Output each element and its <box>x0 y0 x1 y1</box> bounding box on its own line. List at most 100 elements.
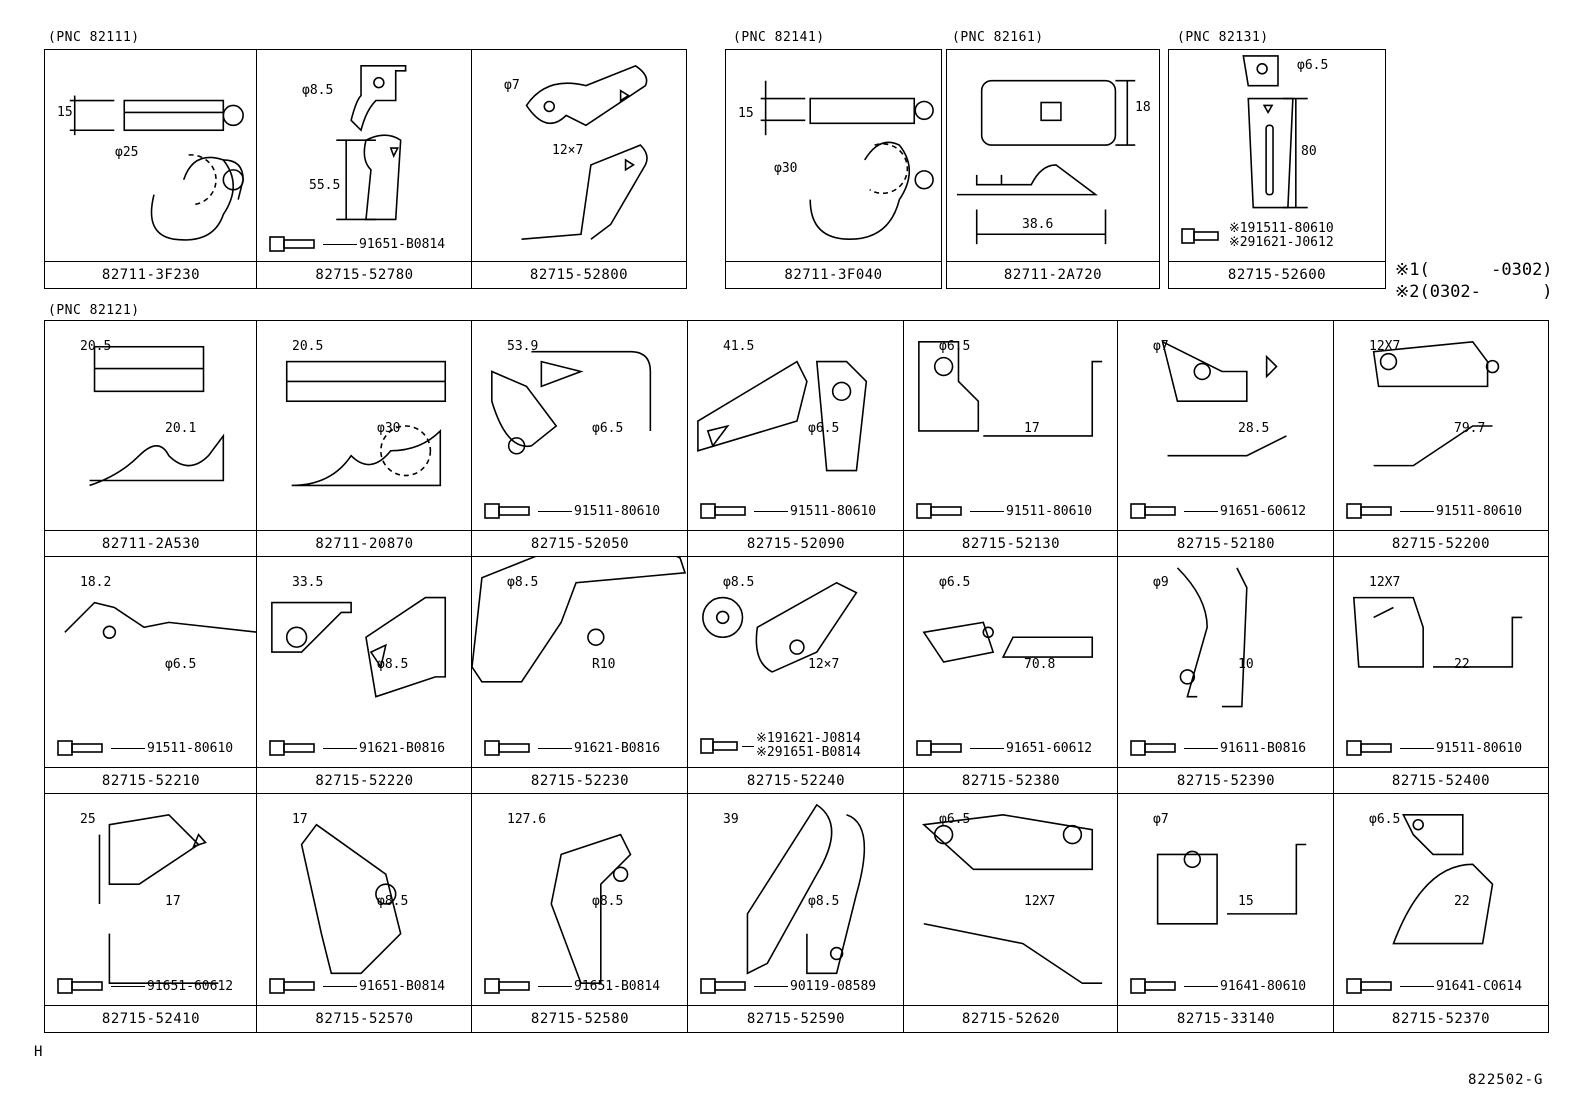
part-number: 82715-52620 <box>904 1005 1118 1032</box>
bolt-part-number: 91621-B0816 <box>574 740 661 756</box>
dimension-label: φ8.5 <box>377 657 409 672</box>
part-drawing <box>688 557 904 768</box>
pnc-label-82131: (PNC 82131) <box>1177 30 1269 45</box>
part-drawing <box>688 794 904 1006</box>
part-number: 82715-52400 <box>1334 767 1548 794</box>
dimension-label: φ8.5 <box>723 575 755 590</box>
bolt-callout: 91651-B0814 <box>484 978 660 994</box>
dimension-label: 127.6 <box>507 812 547 827</box>
dimension-label: φ6.5 <box>1369 812 1401 827</box>
bolt-callout: 91611-B0816 <box>1130 740 1306 756</box>
dimension-label: 20.1 <box>165 421 197 436</box>
bolt-icon <box>1346 503 1398 519</box>
bolt-part-number: 91611-B0816 <box>1220 740 1307 756</box>
bolt-part-number: ※191511-80610 <box>1228 221 1334 236</box>
dimension-label: φ6.5 <box>939 575 971 590</box>
dimension-label: 28.5 <box>1238 421 1270 436</box>
clamp-drawing <box>726 50 941 262</box>
diagram-code: 822502-G <box>1468 1072 1544 1088</box>
bolt-icon <box>700 738 740 754</box>
dimension-label: 15 <box>57 105 73 120</box>
part-drawing <box>1118 557 1334 768</box>
bolt-callout: ※191511-80610※291621-J0612 <box>1181 222 1334 250</box>
dimension-label: φ30 <box>774 161 798 176</box>
part-number: 82715-52370 <box>1334 1005 1548 1032</box>
bracket-drawing <box>257 50 472 262</box>
dimension-label: 17 <box>292 812 308 827</box>
part-drawing <box>1334 321 1548 531</box>
footer-left-mark: H <box>34 1044 44 1060</box>
part-drawing <box>257 557 472 768</box>
part-number: 82715-52580 <box>472 1005 688 1032</box>
part-number: 82715-52590 <box>688 1005 904 1032</box>
part-cell-82715-52780: φ8.5 55.5 91651-B0814 82715-52780 <box>256 49 473 289</box>
part-number: 82715-52380 <box>904 767 1118 794</box>
part-drawing <box>904 557 1118 768</box>
bolt-part-number: 91651-B0814 <box>574 978 661 994</box>
part-number: 82715-33140 <box>1118 1005 1334 1032</box>
part-drawing <box>45 794 257 1006</box>
bolt-icon <box>57 978 109 994</box>
part-drawing <box>472 557 688 768</box>
part-drawing <box>1118 794 1334 1006</box>
part-drawing <box>257 321 472 531</box>
bolt-callout: 91511-80610 <box>1346 740 1522 756</box>
bolt-part-number: 91511-80610 <box>147 740 234 756</box>
bolt-icon <box>916 740 968 756</box>
dimension-label: 15 <box>1238 894 1254 909</box>
bolt-part-number: 91511-80610 <box>574 503 661 519</box>
pnc-label-82141: (PNC 82141) <box>733 30 825 45</box>
dimension-label: 38.6 <box>1022 217 1054 232</box>
part-number: 82715-52130 <box>904 530 1118 557</box>
dimension-label: φ7 <box>1153 339 1169 354</box>
dimension-label: 79.7 <box>1454 421 1486 436</box>
part-number: 82715-52220 <box>257 767 472 794</box>
dimension-label: φ8.5 <box>507 575 539 590</box>
part-drawing <box>904 794 1118 1006</box>
part-number: 82715-52570 <box>257 1005 472 1032</box>
dimension-label: 55.5 <box>309 178 341 193</box>
dimension-label: φ6.5 <box>939 812 971 827</box>
dimension-label: φ6.5 <box>1297 58 1329 73</box>
bolt-callout: 90119-08589 <box>700 978 876 994</box>
dimension-label: 17 <box>1024 421 1040 436</box>
dimension-label: 53.9 <box>507 339 539 354</box>
dimension-label: 25 <box>80 812 96 827</box>
bolt-part-number: 91651-B0814 <box>359 236 446 252</box>
part-cell-82711-2A720: 18 38.6 82711-2A720 <box>946 49 1160 289</box>
bolt-part-number: 91511-80610 <box>1436 740 1523 756</box>
dimension-label: 33.5 <box>292 575 324 590</box>
bolt-icon <box>1130 978 1182 994</box>
part-number: 82715-52390 <box>1118 767 1334 794</box>
part-number: 82715-52180 <box>1118 530 1334 557</box>
dimension-label: 39 <box>723 812 739 827</box>
part-number: 82715-52090 <box>688 530 904 557</box>
part-drawing <box>472 321 688 531</box>
bolt-icon <box>269 978 321 994</box>
clip-drawing <box>947 50 1159 262</box>
part-number: 82715-52210 <box>45 767 257 794</box>
part-number: 82715-52800 <box>472 261 686 288</box>
bolt-icon <box>269 236 321 252</box>
bolt-part-number: 91511-80610 <box>1436 503 1523 519</box>
part-cell-82715-52800: φ7 12×7 82715-52800 <box>471 49 687 289</box>
part-drawing <box>257 794 472 1006</box>
bolt-part-number: ※291621-J0612 <box>1228 235 1334 250</box>
dimension-label: 12×7 <box>808 657 840 672</box>
bolt-icon <box>484 740 536 756</box>
bolt-callout: 91511-80610 <box>700 503 876 519</box>
part-number: 82711-2A720 <box>947 261 1159 288</box>
part-cell-82711-3F230: 15 φ25 82711-3F230 <box>44 49 258 289</box>
dimension-label: φ6.5 <box>939 339 971 354</box>
bolt-callout: 91621-B0816 <box>269 740 445 756</box>
bolt-icon <box>484 978 536 994</box>
